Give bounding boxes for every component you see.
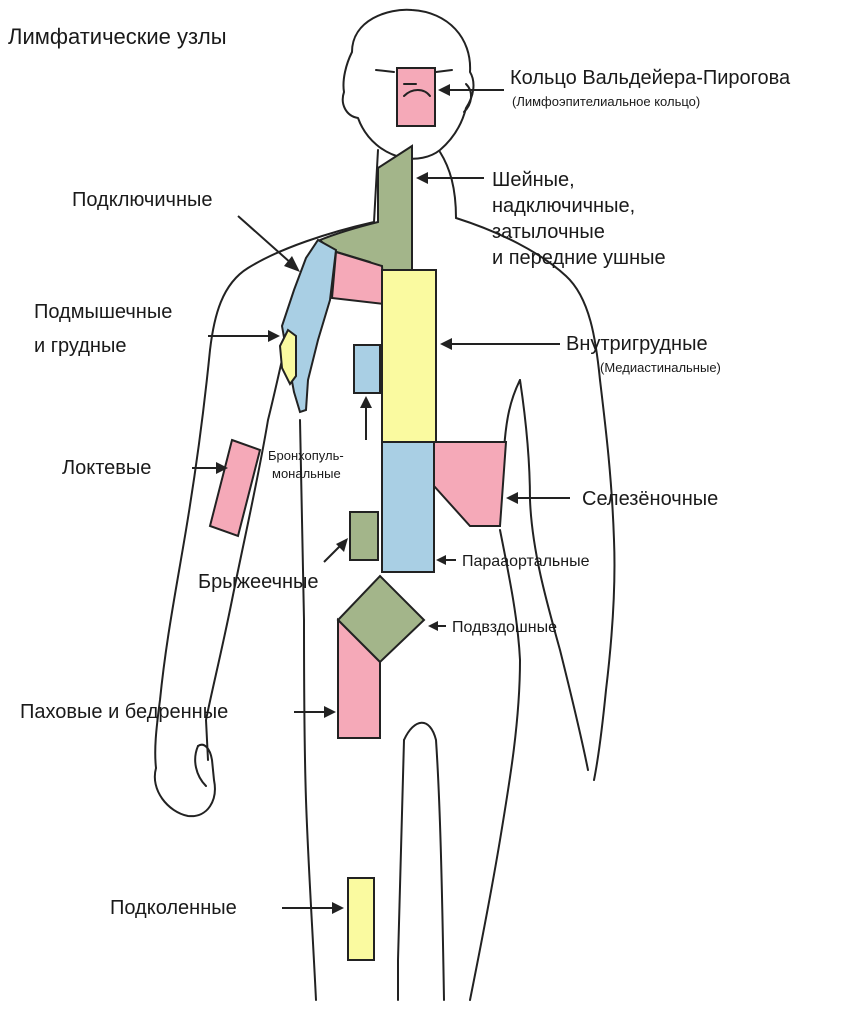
node-inguinal xyxy=(337,617,381,739)
node-paraaortic xyxy=(381,441,435,573)
arrow-subclavian-head xyxy=(284,256,300,272)
neck-right xyxy=(439,151,457,219)
label-cubital: Локтевые xyxy=(62,457,151,479)
arm-right-outer xyxy=(154,221,375,769)
label-subclavian: Подключичные xyxy=(72,189,213,211)
arrow-inguinal-head xyxy=(324,706,336,718)
left-eye-outline xyxy=(375,69,395,73)
arrow-intrathoracic-head xyxy=(440,338,452,350)
label-bronchopulmonary-1: Бронхопуль- xyxy=(268,448,344,463)
hand-right xyxy=(153,743,216,818)
arrow-subclavian-line xyxy=(237,215,293,265)
label-cervical-1: Шейные, xyxy=(492,169,575,191)
mouth-outline xyxy=(403,89,431,97)
arrow-paraaortic-head xyxy=(436,555,446,565)
arrow-cubital-head xyxy=(216,462,228,474)
label-bronchopulmonary-2: мональные xyxy=(272,466,341,481)
leg-inner-left xyxy=(397,739,405,1001)
node-splenic xyxy=(433,441,508,527)
torso-right-side xyxy=(503,379,521,451)
node-cubital xyxy=(208,438,262,538)
label-intrathoracic: Внутригрудные xyxy=(566,333,708,355)
label-mesenteric: Брыжеечные xyxy=(198,571,319,593)
node-popliteal xyxy=(347,877,375,961)
label-iliac: Подвздошные xyxy=(452,619,557,636)
ear-outline xyxy=(463,83,472,113)
labels: Лимфатические узлы Кольцо Вальдейера-Пир… xyxy=(8,24,791,919)
label-popliteal: Подколенные xyxy=(110,897,237,919)
node-waldeyer xyxy=(396,67,436,127)
node-mesenteric xyxy=(349,511,379,561)
label-paraaortic: Парааортальные xyxy=(462,553,590,570)
arrow-axillary-head xyxy=(268,330,280,342)
hand-right-thumb xyxy=(194,745,207,787)
lymph-node-regions xyxy=(208,67,508,961)
arrow-bronchopulmonary-head xyxy=(360,396,372,408)
arrow-mesenteric-head xyxy=(336,538,348,552)
node-intrathoracic xyxy=(381,269,437,443)
arrow-iliac-head xyxy=(428,621,438,631)
label-waldeyer-sub: (Лимфоэпителиальное кольцо) xyxy=(512,94,700,109)
page-title: Лимфатические узлы xyxy=(8,24,227,49)
head-outline xyxy=(341,8,475,160)
label-axillary-1: Подмышечные xyxy=(34,301,172,323)
neck-left xyxy=(373,149,379,223)
label-cervical-3: затылочные xyxy=(492,221,605,243)
arrow-waldeyer-head xyxy=(438,84,450,96)
arm-left-outer xyxy=(455,217,616,781)
arrow-popliteal-head xyxy=(332,902,344,914)
arrow-splenic-head xyxy=(506,492,518,504)
label-cervical-2: надключичные, xyxy=(492,195,635,217)
label-cervical-4: и передние ушные xyxy=(492,247,666,269)
right-eye-outline xyxy=(435,69,453,73)
leg-inner-right xyxy=(403,721,445,1001)
label-intrathoracic-sub: (Медиастинальные) xyxy=(600,360,721,375)
hip-right xyxy=(469,529,521,1001)
label-inguinal: Паховые и бедренные xyxy=(20,701,228,723)
arrow-cervical-head xyxy=(416,172,428,184)
pointer-arrows xyxy=(192,84,570,914)
arm-left-inner xyxy=(519,379,589,771)
label-waldeyer: Кольцо Вальдейера-Пирогова xyxy=(510,67,791,89)
torso-left-side xyxy=(299,419,317,1001)
node-axillary-yellow xyxy=(278,328,297,386)
node-bronchopulmonary xyxy=(353,344,381,394)
label-axillary-2: и грудные xyxy=(34,335,126,357)
label-splenic: Селезёночные xyxy=(582,488,718,510)
